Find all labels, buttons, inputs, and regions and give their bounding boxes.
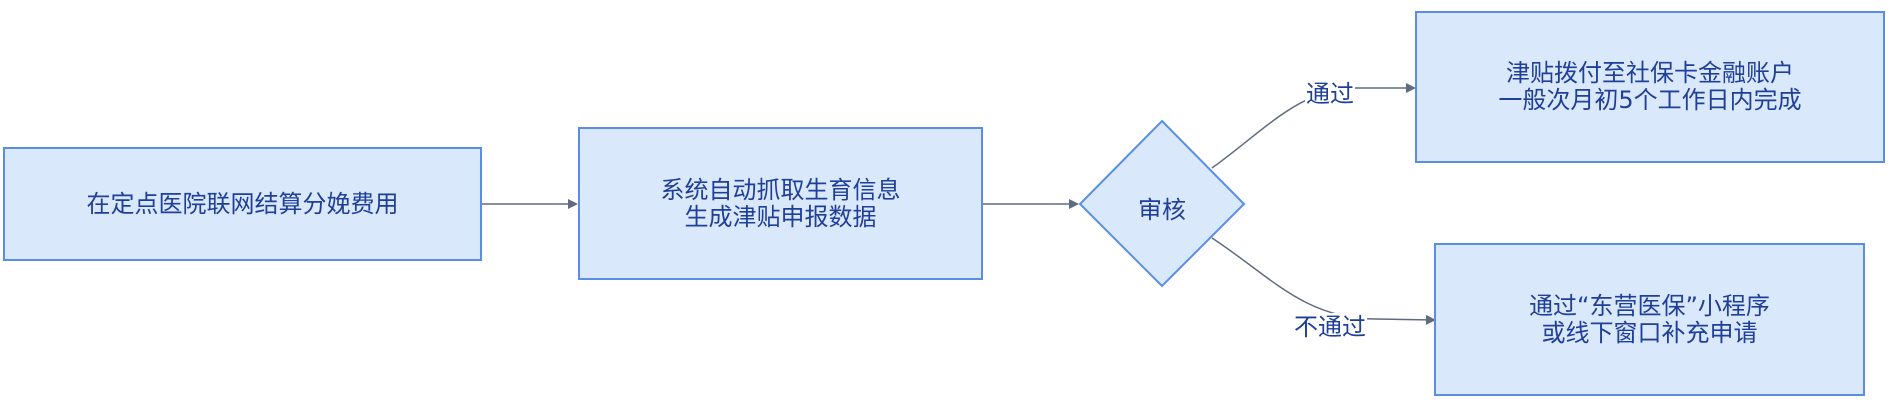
node-capture: 系统自动抓取生育信息 生成津贴申报数据	[578, 127, 983, 280]
node-supplement-text-line2: 或线下窗口补充申请	[1541, 318, 1758, 347]
node-capture-text-line2: 生成津贴申报数据	[684, 202, 877, 231]
node-capture-text-line1: 系统自动抓取生育信息	[660, 175, 901, 204]
node-pay-text-line2: 一般次月初5个工作日内完成	[1498, 86, 1802, 114]
node-supplement: 通过“东营医保”小程序 或线下窗口补充申请	[1434, 243, 1865, 396]
node-supplement-text-line1: 通过“东营医保”小程序	[1529, 291, 1770, 320]
review-diamond-shape	[1078, 119, 1246, 288]
node-pay: 津贴拨付至社保卡金融账户 一般次月初5个工作日内完成	[1415, 11, 1885, 163]
node-settle: 在定点医院联网结算分娩费用	[3, 147, 482, 261]
node-pay-text-line1: 津贴拨付至社保卡金融账户	[1506, 59, 1794, 87]
node-settle-text: 在定点医院联网结算分娩费用	[86, 189, 399, 218]
node-review-label: 审核	[1138, 196, 1186, 224]
edge-pass-label: 通过	[1305, 80, 1355, 108]
edge-fail-label: 不通过	[1293, 313, 1367, 341]
edge-review-to-supplement	[1211, 237, 1436, 325]
